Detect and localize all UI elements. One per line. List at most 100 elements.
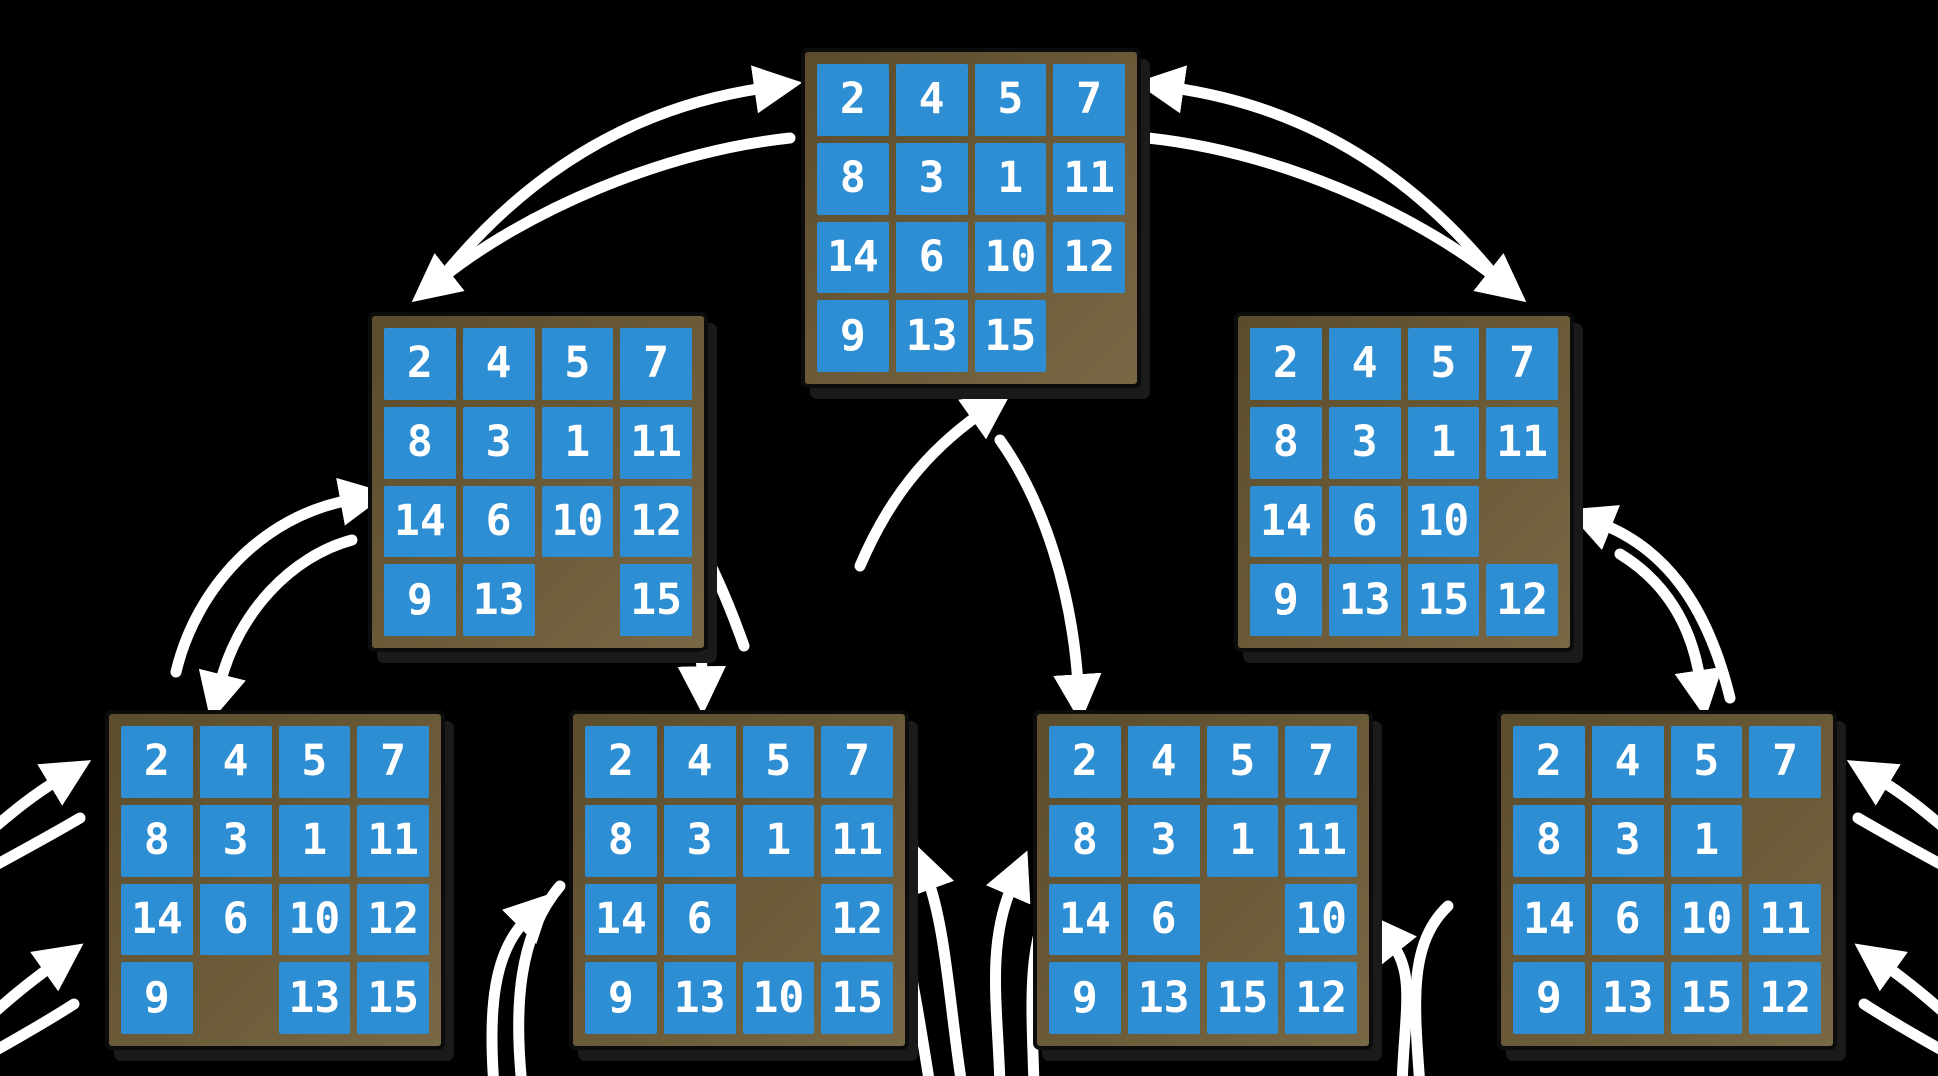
tile-13: 13 bbox=[663, 962, 736, 1034]
tile-13: 13 bbox=[895, 300, 968, 372]
tile-5: 5 bbox=[278, 726, 351, 798]
tile-12: 12 bbox=[357, 883, 429, 956]
tile-10: 10 bbox=[974, 221, 1047, 294]
tile-7: 7 bbox=[1749, 726, 1821, 798]
tile-4: 4 bbox=[663, 726, 736, 798]
tile-4: 4 bbox=[1127, 726, 1200, 798]
tile-6: 6 bbox=[199, 883, 272, 956]
tile-7: 7 bbox=[620, 328, 692, 400]
tile-5: 5 bbox=[1670, 726, 1743, 798]
empty-cell bbox=[1053, 300, 1125, 372]
tile-9: 9 bbox=[121, 962, 193, 1034]
arrow-offscreen-left-upper bbox=[0, 760, 92, 870]
tile-10: 10 bbox=[1407, 485, 1480, 558]
tile-1: 1 bbox=[974, 142, 1047, 215]
tile-14: 14 bbox=[384, 485, 456, 558]
tile-12: 12 bbox=[1749, 962, 1821, 1034]
arrow-middle-right-to-bottom-center-right bbox=[854, 391, 1102, 723]
tile-10: 10 bbox=[1670, 883, 1743, 956]
tile-7: 7 bbox=[1285, 726, 1357, 798]
tile-3: 3 bbox=[1328, 406, 1401, 479]
tile-3: 3 bbox=[895, 142, 968, 215]
tile-2: 2 bbox=[585, 726, 657, 798]
tile-2: 2 bbox=[817, 64, 889, 136]
tile-14: 14 bbox=[1250, 485, 1322, 558]
tile-7: 7 bbox=[821, 726, 893, 798]
tile-8: 8 bbox=[1513, 804, 1585, 877]
arrow-middle-right-to-bottom-far-right bbox=[1566, 505, 1736, 719]
tile-11: 11 bbox=[620, 406, 692, 479]
tile-1: 1 bbox=[541, 406, 614, 479]
tile-7: 7 bbox=[357, 726, 429, 798]
arrow-offscreen-left-lower bbox=[0, 943, 84, 1055]
tile-3: 3 bbox=[199, 804, 272, 877]
tile-15: 15 bbox=[1670, 962, 1743, 1034]
tile-1: 1 bbox=[278, 804, 351, 877]
tile-11: 11 bbox=[821, 804, 893, 877]
tile-12: 12 bbox=[1486, 564, 1558, 636]
tile-15: 15 bbox=[357, 962, 429, 1034]
tile-6: 6 bbox=[1328, 485, 1401, 558]
tile-10: 10 bbox=[742, 962, 815, 1034]
tile-4: 4 bbox=[199, 726, 272, 798]
arrow-offscreen-bottom-to-center-right bbox=[1367, 900, 1454, 1076]
tile-2: 2 bbox=[1049, 726, 1121, 798]
tile-3: 3 bbox=[1127, 804, 1200, 877]
tile-4: 4 bbox=[1328, 328, 1401, 400]
empty-cell bbox=[1486, 486, 1558, 558]
tile-1: 1 bbox=[1670, 804, 1743, 877]
tile-4: 4 bbox=[1591, 726, 1664, 798]
tile-9: 9 bbox=[817, 300, 889, 372]
tile-4: 4 bbox=[462, 328, 535, 400]
tile-12: 12 bbox=[1285, 962, 1357, 1034]
tile-8: 8 bbox=[384, 406, 456, 479]
arrow-offscreen-right-upper bbox=[1846, 760, 1938, 870]
tile-9: 9 bbox=[384, 564, 456, 636]
tile-2: 2 bbox=[1250, 328, 1322, 400]
tile-13: 13 bbox=[1127, 962, 1200, 1034]
tile-3: 3 bbox=[1591, 804, 1664, 877]
tile-10: 10 bbox=[278, 883, 351, 956]
tile-9: 9 bbox=[1250, 564, 1322, 636]
tile-11: 11 bbox=[357, 804, 429, 877]
tile-12: 12 bbox=[1053, 221, 1125, 294]
tile-8: 8 bbox=[121, 804, 193, 877]
tile-10: 10 bbox=[541, 485, 614, 558]
tile-15: 15 bbox=[620, 564, 692, 636]
tile-1: 1 bbox=[1206, 804, 1279, 877]
empty-cell bbox=[743, 884, 815, 956]
tile-12: 12 bbox=[620, 485, 692, 558]
tile-6: 6 bbox=[1591, 883, 1664, 956]
tile-8: 8 bbox=[1049, 804, 1121, 877]
tile-14: 14 bbox=[1513, 883, 1585, 956]
tile-13: 13 bbox=[278, 962, 351, 1034]
tile-5: 5 bbox=[1206, 726, 1279, 798]
tile-14: 14 bbox=[817, 221, 889, 294]
arrow-top-to-middle-left bbox=[411, 65, 803, 303]
empty-cell bbox=[200, 962, 272, 1034]
tile-14: 14 bbox=[585, 883, 657, 956]
tile-9: 9 bbox=[1049, 962, 1121, 1034]
tile-6: 6 bbox=[1127, 883, 1200, 956]
tile-3: 3 bbox=[462, 406, 535, 479]
tile-15: 15 bbox=[1407, 564, 1480, 636]
tile-11: 11 bbox=[1285, 804, 1357, 877]
tile-13: 13 bbox=[1591, 962, 1664, 1034]
tile-15: 15 bbox=[974, 300, 1047, 372]
tile-6: 6 bbox=[663, 883, 736, 956]
tile-13: 13 bbox=[462, 564, 535, 636]
tile-2: 2 bbox=[121, 726, 193, 798]
arrow-middle-left-to-bottom-far-left bbox=[170, 477, 389, 722]
arrow-offscreen-right-lower bbox=[1854, 943, 1938, 1055]
